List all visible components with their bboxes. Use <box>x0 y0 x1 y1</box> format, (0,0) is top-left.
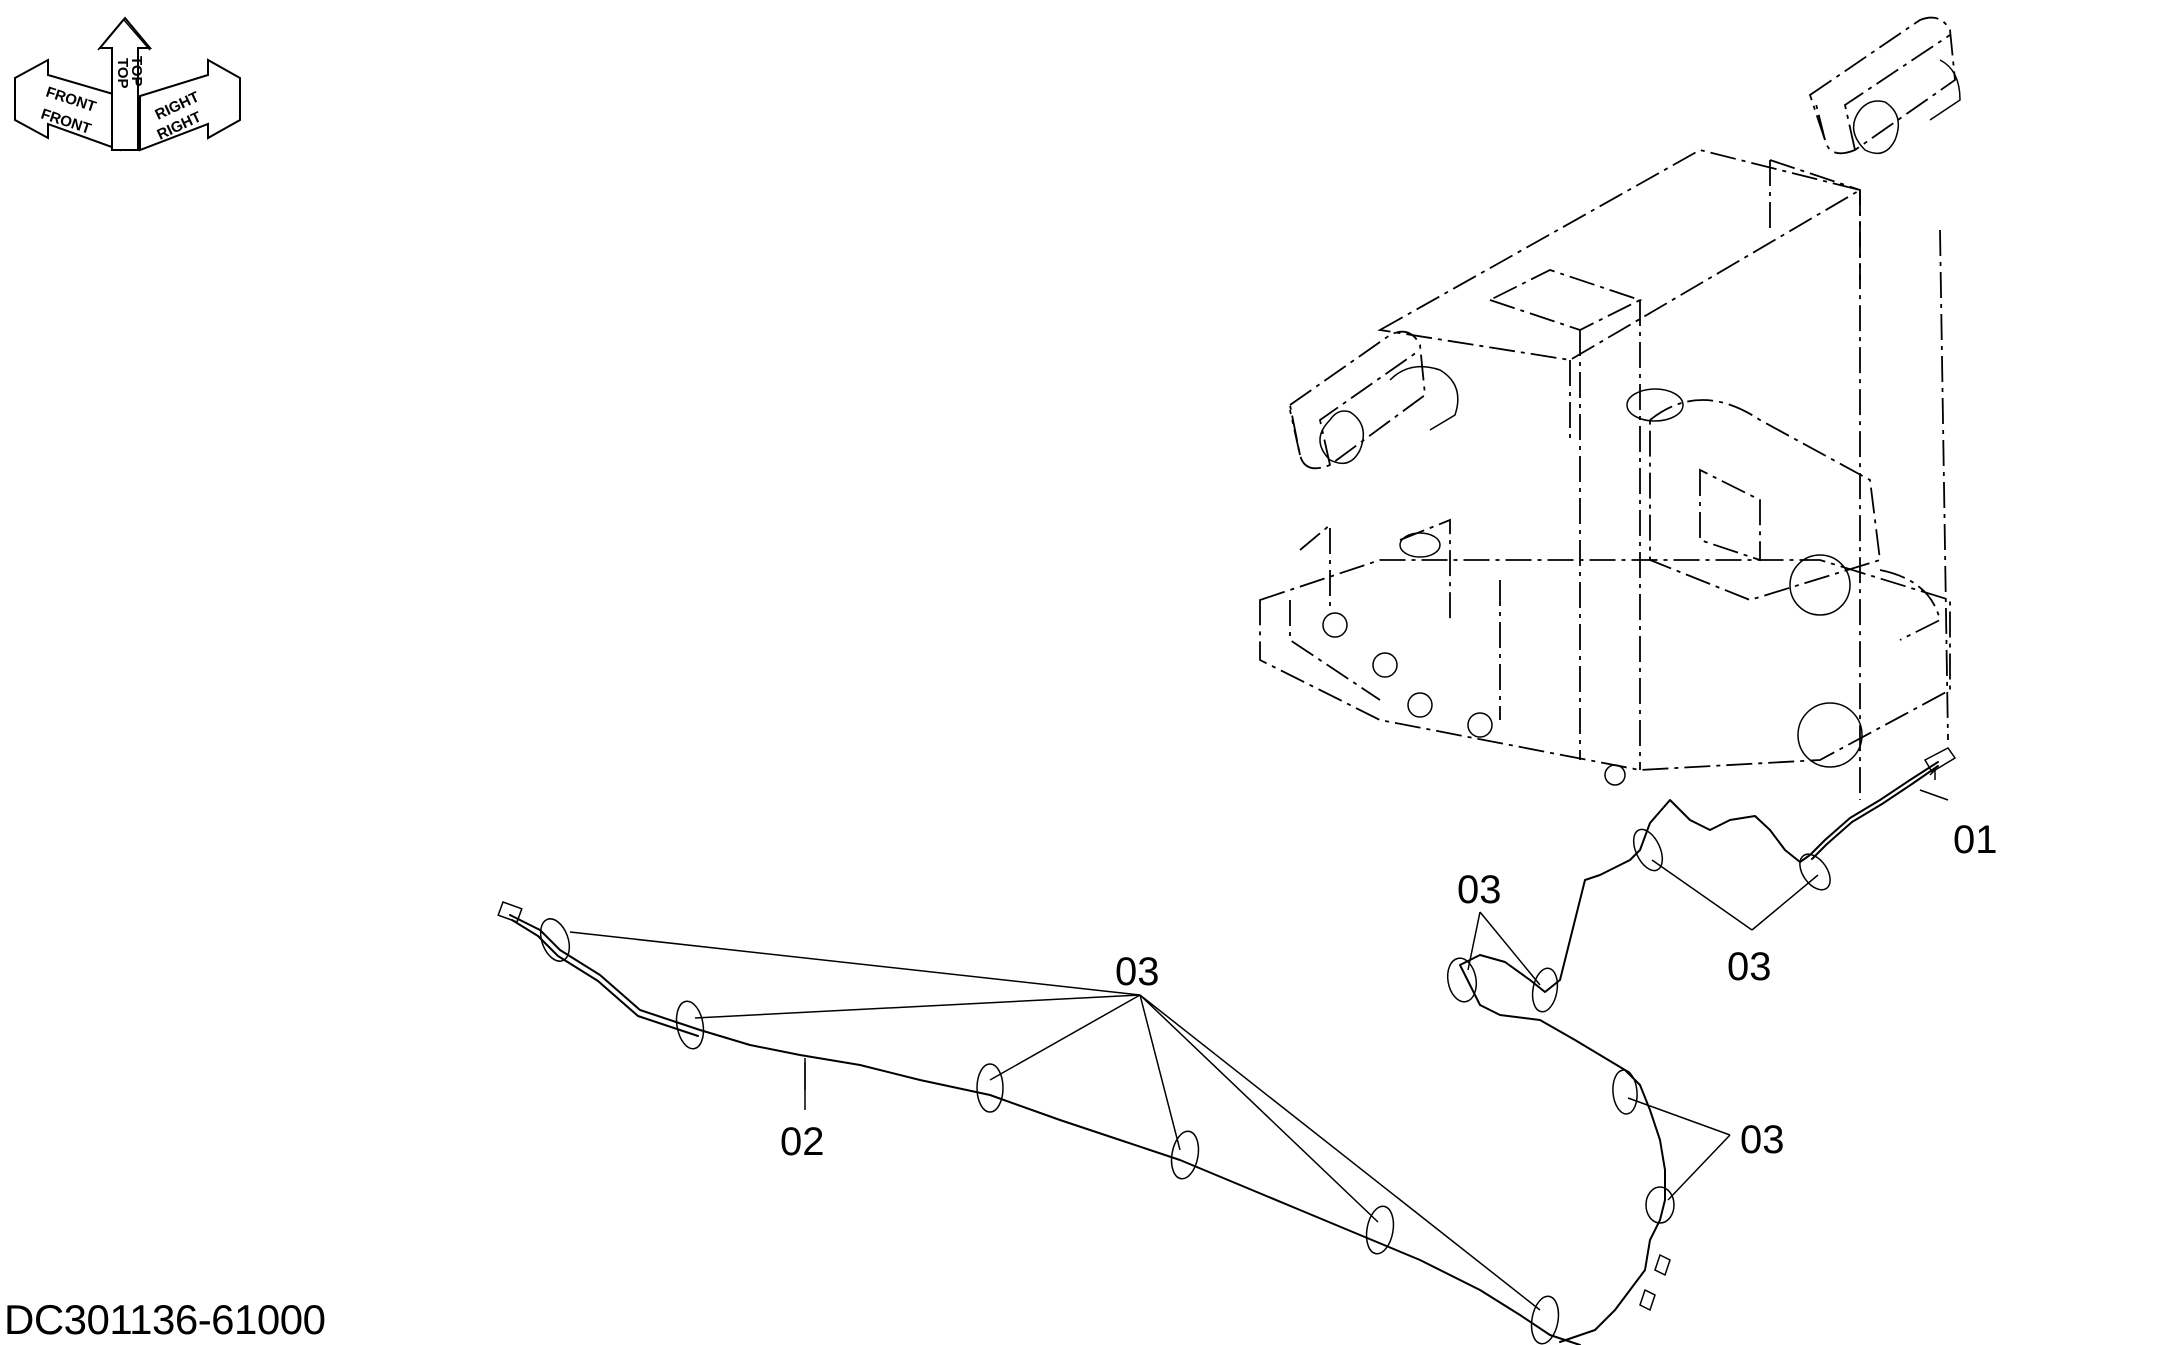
orientation-top-label: TOP <box>114 58 131 89</box>
callout-03-lower-right: 03 <box>1740 1118 1785 1162</box>
harness-01 <box>1446 747 1957 1343</box>
callout-01: 01 <box>1953 818 1998 862</box>
callout-02: 02 <box>780 1120 825 1164</box>
callout-03-mid-right: 03 <box>1727 945 1772 989</box>
leader-lines <box>569 768 1949 1311</box>
callout-03-upper: 03 <box>1457 868 1502 912</box>
drawing-code: DC301136-61000 <box>4 1296 326 1343</box>
callout-03-left: 03 <box>1115 950 1160 994</box>
frame-assembly-phantom <box>1259 16 1961 800</box>
orientation-indicator: FRONT FRONT TOP TOP RIGHT RIGHT <box>14 16 241 152</box>
harness-02 <box>497 901 1581 1345</box>
orientation-top-mirror-label: TOP <box>128 56 145 87</box>
